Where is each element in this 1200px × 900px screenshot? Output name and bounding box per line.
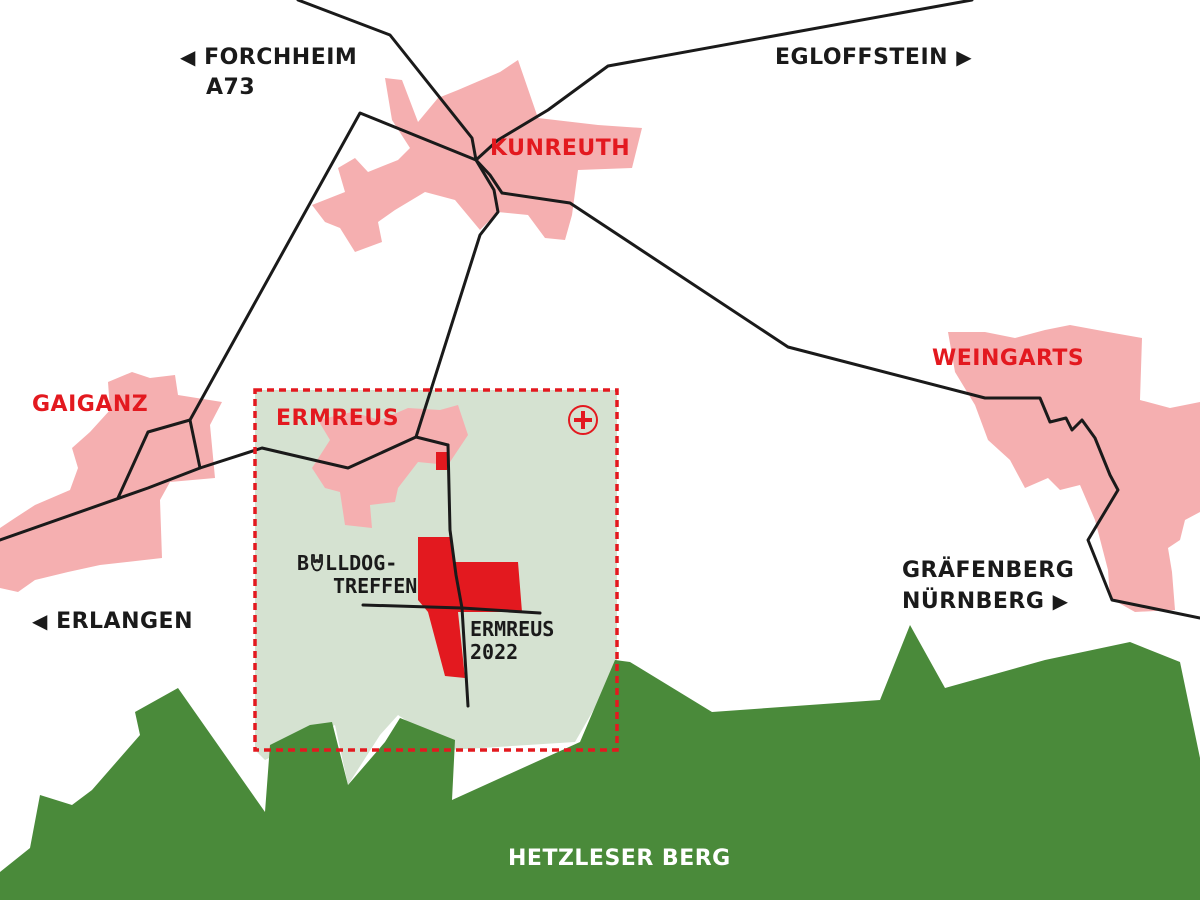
place-kunreuth: KUNREUTH — [490, 136, 631, 161]
kunreuth-village-area — [312, 60, 642, 252]
road-ermreus-south — [446, 443, 470, 708]
road-kunreuth-north — [296, 0, 478, 162]
dest-nuernberg-name: NÜRNBERG — [902, 589, 1045, 614]
arrow-left-icon: ◀ — [32, 609, 48, 633]
road-event-crossing — [361, 603, 542, 615]
dest-egloffstein: EGLOFFSTEIN ▶ — [775, 42, 972, 73]
ermreus-village-area — [312, 405, 468, 528]
ermreus-2022-label: ERMREUS 2022 — [470, 618, 554, 664]
road-kunreuth-egloffstein — [474, 0, 974, 162]
road-kunreuth-forchheim — [188, 111, 478, 422]
hetzleser-berg-forest — [0, 625, 1200, 900]
road-erlangen-ermreus — [0, 435, 450, 542]
ermreus-event-year: 2022 — [470, 640, 519, 664]
first-aid-icon — [568, 405, 598, 435]
dest-graefenberg: GRÄFENBERG NÜRNBERG ▶ — [902, 556, 1074, 617]
bulldog-treffen-label: B LLDOG- TREFFEN — [297, 552, 417, 598]
place-weingarts: WEINGARTS — [932, 346, 1085, 371]
arrow-right-icon: ▶ — [1052, 589, 1069, 613]
road-kunreuth-east — [474, 158, 1200, 620]
place-gaiganz: GAIGANZ — [32, 392, 149, 417]
dest-egloffstein-name: EGLOFFSTEIN — [775, 45, 949, 70]
bulldog-rest: LLDOG- — [325, 551, 398, 575]
forest-label: HETZLESER BERG — [508, 846, 731, 871]
ermreus-event-name: ERMREUS — [470, 617, 555, 641]
dest-forchheim-road: A73 — [206, 75, 256, 100]
arrow-right-icon: ▶ — [956, 45, 973, 69]
dest-forchheim-name: FORCHHEIM — [204, 45, 358, 70]
dest-graefenberg-name: GRÄFENBERG — [902, 558, 1075, 583]
arrow-left-icon: ◀ — [180, 45, 196, 69]
venue-dashed-border — [253, 388, 619, 752]
treffen-text: TREFFEN — [333, 574, 418, 598]
dest-erlangen-name: ERLANGEN — [56, 609, 193, 634]
road-gaiganz-loop — [116, 418, 202, 500]
road-kunreuth-ermreus — [414, 158, 500, 439]
road-network — [0, 0, 1200, 708]
dest-forchheim: ◀ FORCHHEIM A73 — [180, 42, 357, 103]
rock-hand-icon — [311, 554, 323, 572]
event-site-small — [436, 452, 447, 470]
dest-erlangen: ◀ ERLANGEN — [32, 606, 193, 637]
bulldog-prefix: B — [297, 551, 310, 575]
place-ermreus: ERMREUS — [276, 406, 400, 431]
